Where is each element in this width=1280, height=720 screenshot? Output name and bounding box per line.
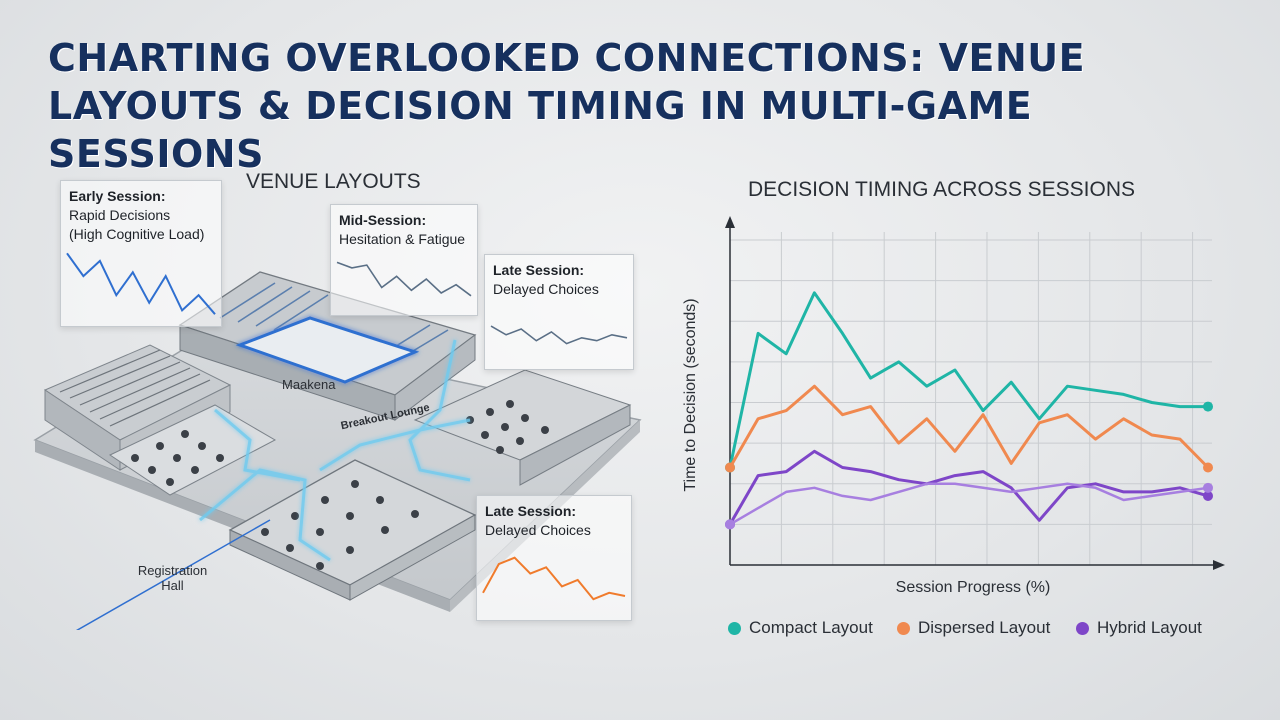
callout-late-session-2: Late Session: Delayed Choices — [476, 495, 632, 621]
callout-mid-session: Mid-Session: Hesitation & Fatigue — [330, 204, 478, 316]
page-title: CHARTING OVERLOOKED CONNECTIONS: VENUE L… — [48, 34, 1248, 178]
callout-body: (High Cognitive Load) — [69, 226, 205, 242]
callout-body: Rapid Decisions — [69, 207, 171, 223]
series-line-1 — [728, 291, 1208, 468]
legend-label: Hybrid Layout — [1097, 618, 1202, 637]
legend-hybrid: Hybrid Layout — [1076, 618, 1202, 638]
pointer-line — [75, 519, 271, 630]
title-line-1: CHARTING OVERLOOKED CONNECTIONS: VENUE — [48, 36, 1086, 80]
chart-grid — [730, 232, 1212, 565]
legend-label: Compact Layout — [749, 618, 873, 637]
callout-late-trend — [490, 325, 628, 345]
series-line-2 — [728, 384, 1210, 469]
main-arena — [178, 271, 477, 421]
arena-label: Maakena — [282, 377, 336, 392]
series-endpoint-4 — [1203, 482, 1213, 493]
callout-heading: Mid-Session: — [339, 212, 427, 228]
legend-label: Dispersed Layout — [918, 618, 1051, 637]
y-axis-arrow — [725, 216, 735, 228]
callout-early-session: Early Session: Rapid Decisions (High Cog… — [60, 180, 222, 327]
legend-swatch — [897, 621, 910, 635]
legend-swatch — [1076, 621, 1089, 635]
series-endpoint-2 — [725, 462, 735, 473]
flow-paths — [199, 339, 471, 562]
right-hall — [413, 369, 632, 486]
y-axis-label: Time to Decision (seconds) — [682, 298, 699, 491]
lower-breakout-room — [228, 459, 477, 601]
series-endpoint-1 — [1203, 401, 1213, 412]
x-axis-label: Session Progress (%) — [896, 579, 1051, 596]
callout-heading: Late Session: — [493, 262, 585, 278]
registration-label: Registration Hall — [137, 563, 208, 593]
callout-body: Hesitation & Fatigue — [339, 231, 466, 247]
series-line-3 — [728, 449, 1209, 526]
legend-dispersed: Dispersed Layout — [897, 618, 1050, 638]
title-line-2: LAYOUTS & DECISION TIMING IN MULTI-GAME … — [48, 84, 1033, 176]
series-endpoint-4 — [725, 519, 735, 530]
legend-swatch — [728, 621, 741, 635]
x-axis-arrow — [1213, 560, 1225, 570]
callout-mid-trend — [336, 261, 472, 297]
callout-early-trend — [66, 252, 216, 315]
callout-late-session: Late Session: Delayed Choices — [484, 254, 634, 370]
callout-heading: Early Session: — [69, 188, 166, 204]
series-endpoint-3 — [1203, 490, 1213, 501]
callout-body: Delayed Choices — [493, 281, 599, 297]
chart-title: DECISION TIMING ACROSS SESSIONS — [748, 178, 1136, 201]
line-chart: Session Progress (%) Time to Decision (s… — [682, 216, 1225, 596]
series-endpoint-2 — [1203, 462, 1213, 473]
series-line-4 — [729, 482, 1209, 526]
arena-court — [235, 316, 420, 384]
callout-heading: Late Session: — [485, 503, 577, 519]
legend-compact: Compact Layout — [728, 618, 873, 638]
callout-body: Delayed Choices — [485, 522, 591, 538]
callout-late-trend-2 — [482, 556, 626, 601]
venue-heading: VENUE LAYOUTS — [246, 170, 421, 193]
